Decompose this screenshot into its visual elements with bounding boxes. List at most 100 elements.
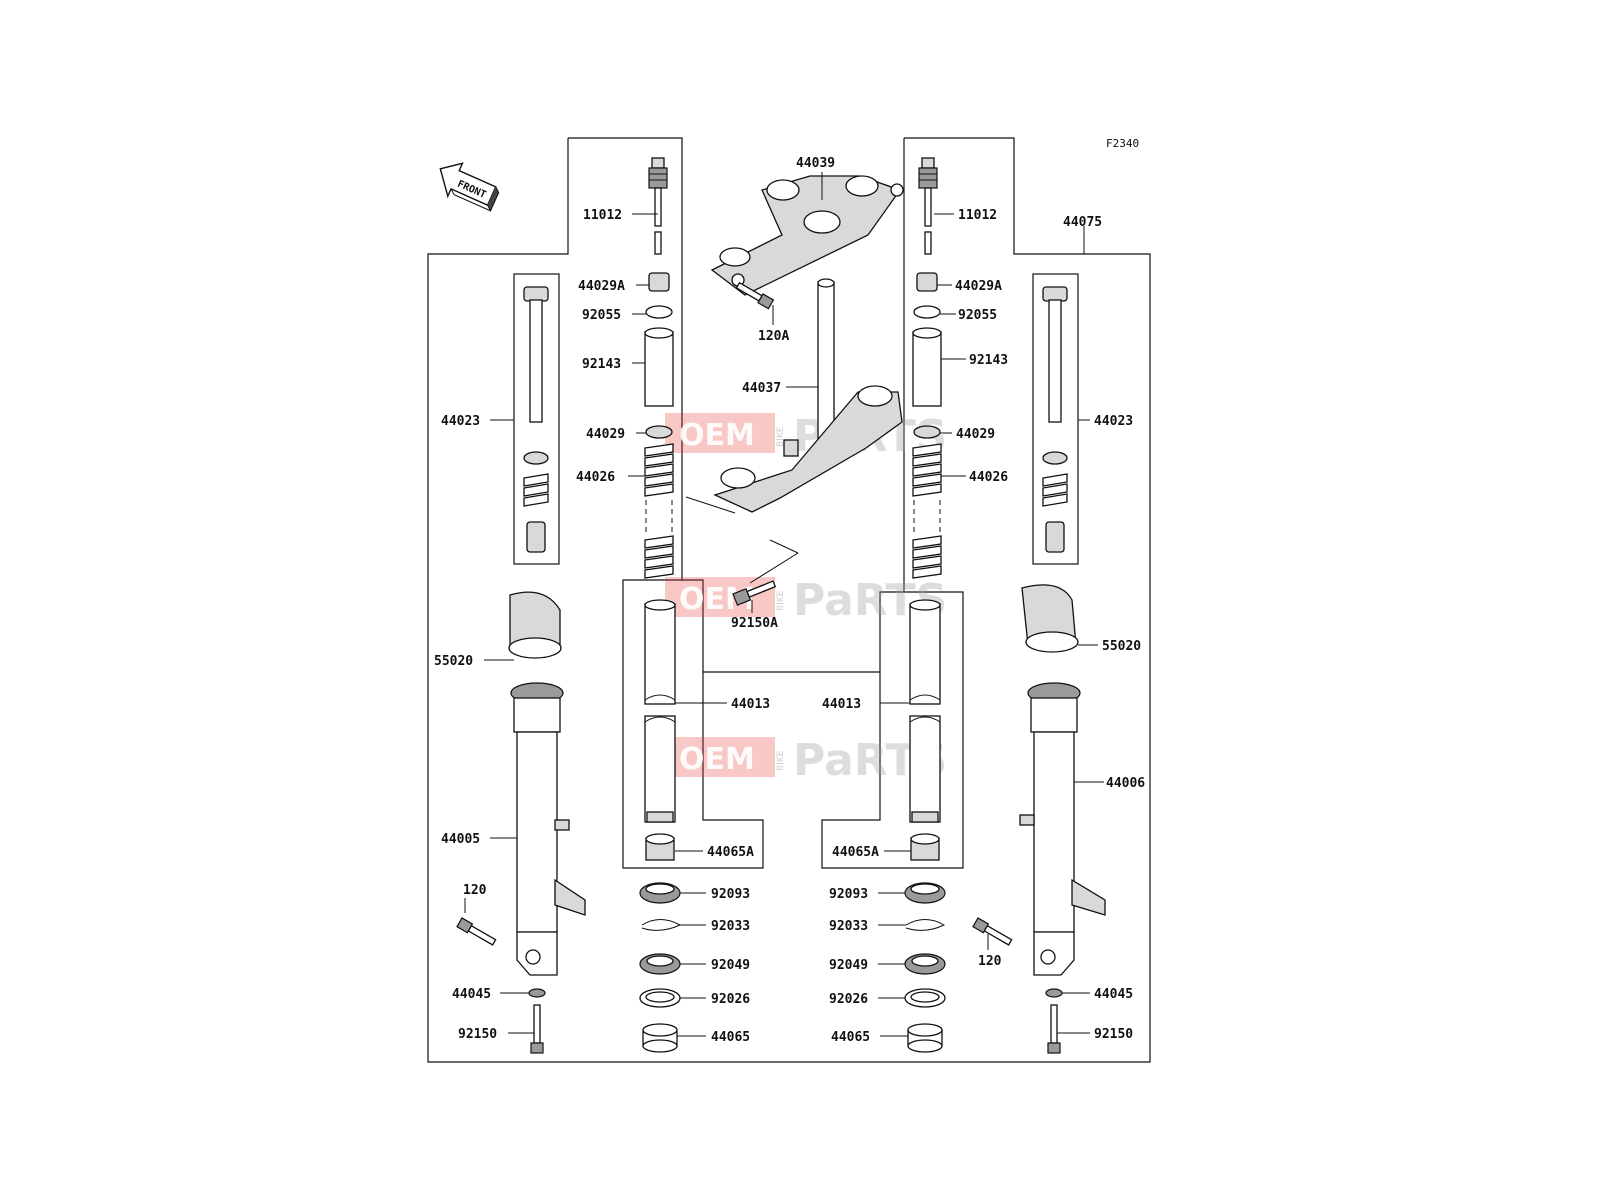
washer-92026-right — [904, 988, 946, 1008]
fork-guard-55020-left — [508, 591, 562, 659]
oring-92055-right — [913, 305, 941, 319]
bolt-92150-left — [530, 1004, 544, 1054]
label-92026-right: 92026 — [829, 992, 868, 1007]
dust-seal-92093-left — [639, 882, 681, 904]
label-44045-right: 44045 — [1094, 987, 1133, 1002]
bushing-44065a-right — [910, 833, 940, 861]
label-44037: 44037 — [742, 381, 781, 396]
label-92033-right: 92033 — [829, 919, 868, 934]
washer-44029-left — [645, 425, 673, 439]
spacer-top-ellipse — [644, 327, 674, 339]
label-92143-right: 92143 — [969, 353, 1008, 368]
left-fork-stack — [639, 157, 682, 1053]
oil-seal-92049-right — [904, 953, 946, 975]
label-92150a: 92150A — [731, 616, 778, 631]
circlip-92033-left — [641, 919, 682, 931]
center-divider-left — [682, 579, 704, 672]
bolt-120-right — [972, 917, 1013, 946]
label-44065a-right: 44065A — [832, 845, 879, 860]
watermark-oem-text: OEM — [679, 742, 755, 777]
spring-44026-left — [644, 443, 674, 579]
collar-44029a-right — [916, 272, 938, 292]
fork-guard-55020-right — [1021, 584, 1079, 653]
label-55020-right: 55020 — [1102, 639, 1141, 654]
label-44039: 44039 — [796, 156, 835, 171]
label-11012-left: 11012 — [583, 208, 622, 223]
bushing-44065a-left — [645, 833, 675, 861]
inner-tube-44013-right — [909, 599, 941, 823]
washer-44045-right — [1045, 988, 1063, 998]
label-44065-right: 44065 — [831, 1030, 870, 1045]
watermark-oem-text: OEM — [679, 418, 755, 453]
label-92055-right: 92055 — [958, 308, 997, 323]
label-11012-right: 11012 — [958, 208, 997, 223]
label-92055-left: 92055 — [582, 308, 621, 323]
part-labels: 11012 44029A 92055 92143 44029 44026 440… — [434, 156, 1145, 1045]
label-44013-left: 44013 — [731, 697, 770, 712]
inner-tube-44013-left — [644, 599, 676, 823]
cartridge-44023-left — [523, 286, 549, 553]
watermark-row-3: OEM BIKE PaRTS — [665, 735, 947, 786]
outer-tube-44006-right — [1019, 682, 1106, 976]
washer-92026-left — [639, 988, 681, 1008]
washer-44029-right — [913, 425, 941, 439]
spacer-92143-right — [912, 331, 942, 407]
cartridge-44023-right — [1042, 286, 1068, 553]
label-44026-right: 44026 — [969, 470, 1008, 485]
bushing-44065-left — [642, 1023, 678, 1053]
right-fork-stack — [904, 157, 946, 1053]
bolt-92150A — [732, 580, 777, 606]
label-44023-left: 44023 — [441, 414, 480, 429]
watermark-bike-text: BIKE — [776, 750, 786, 771]
oil-seal-92049-left — [639, 953, 681, 975]
front-direction-arrow-icon: FRONT — [439, 162, 500, 213]
watermark-row-2: OEM BIKE PaRTS — [665, 575, 947, 626]
label-44029-left: 44029 — [586, 427, 625, 442]
spring-44026-right — [912, 443, 942, 579]
label-92093-right: 92093 — [829, 887, 868, 902]
washer-44045-left — [528, 988, 546, 998]
boundary-outlines — [427, 137, 1151, 1063]
bolt-120-left — [456, 917, 497, 946]
label-92093-left: 92093 — [711, 887, 750, 902]
label-44045-left: 44045 — [452, 987, 491, 1002]
oring-92055-left — [645, 305, 673, 319]
label-92049-left: 92049 — [711, 958, 750, 973]
outer-tube-44005-left — [510, 682, 586, 976]
label-92143-left: 92143 — [582, 357, 621, 372]
label-44065-left: 44065 — [711, 1030, 750, 1045]
label-44029a-right: 44029A — [955, 279, 1002, 294]
upper-triple-clamp-44039 — [710, 175, 904, 296]
label-44065a-left: 44065A — [707, 845, 754, 860]
adjuster-rod-right — [918, 157, 938, 255]
spacer-92143-left — [644, 331, 674, 407]
bolt-120A — [735, 281, 775, 310]
label-92049-right: 92049 — [829, 958, 868, 973]
collar-44029a-left — [648, 272, 670, 292]
label-44005: 44005 — [441, 832, 480, 847]
label-92150-right: 92150 — [1094, 1027, 1133, 1042]
label-44006: 44006 — [1106, 776, 1145, 791]
bushing-44065-right — [907, 1023, 943, 1053]
bolt-92150-right — [1047, 1004, 1061, 1054]
label-92026-left: 92026 — [711, 992, 750, 1007]
watermark-bike-text: BIKE — [776, 590, 786, 611]
dust-seal-92093-right — [904, 882, 946, 904]
label-44029a-left: 44029A — [578, 279, 625, 294]
label-44023-right: 44023 — [1094, 414, 1133, 429]
steering-stem-44037 — [713, 278, 903, 513]
label-55020-left: 55020 — [434, 654, 473, 669]
watermark-bike-text: BIKE — [776, 426, 786, 447]
figure-code: F2340 — [1106, 137, 1139, 150]
label-120-left: 120 — [463, 883, 487, 898]
adjuster-rod-left — [648, 157, 668, 255]
cartridge-box-right — [1032, 273, 1079, 565]
label-92033-left: 92033 — [711, 919, 750, 934]
label-44026-left: 44026 — [576, 470, 615, 485]
spacer-top-ellipse — [912, 327, 942, 339]
cartridge-box-left — [513, 273, 560, 565]
right-assembly-outline — [427, 137, 1151, 1063]
label-92150-left: 92150 — [458, 1027, 497, 1042]
